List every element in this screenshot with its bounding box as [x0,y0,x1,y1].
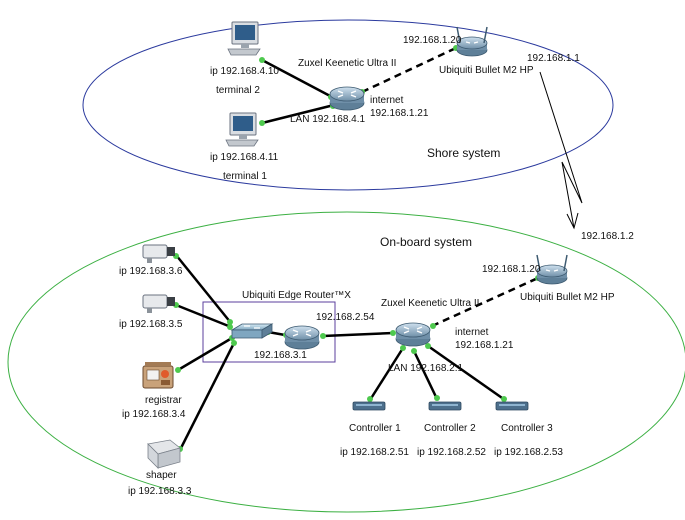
camera1-ip: ip 192.168.3.6 [119,266,183,277]
link-terminal1-router [261,103,335,125]
terminal2-name: terminal 2 [216,85,260,96]
onboard-router-lan: LAN 192.168.2.1 [388,363,463,374]
link-camera2-switch [175,303,232,329]
onboard-bullet-ip: 192.168.1.20 [482,264,541,275]
camera2-icon[interactable] [142,294,175,313]
edge-router-name: Ubiquiti Edge Router™X [242,290,351,301]
onboard-router-internet: internet [455,327,489,338]
registrar-name: registrar [145,395,182,406]
edge-router-lan-ip: 192.168.3.1 [254,350,307,361]
edge-router-icon[interactable] [284,325,320,350]
controller2-ip: ip 192.168.2.52 [417,447,486,458]
shore-router-name: Zuxel Keenetic Ultra II [298,58,396,69]
edge-router-wan-ip: 192.168.2.54 [316,312,375,323]
link-edgerouter-keenetic [322,331,394,338]
camera1-icon[interactable] [142,244,175,263]
terminal1-computer-icon[interactable] [225,112,259,147]
terminal1-name: terminal 1 [223,171,267,182]
shore-router-icon[interactable] [329,86,365,111]
link-registrar-switch [177,336,233,372]
shore-bullet-icon[interactable] [456,26,488,57]
controller3-icon[interactable] [495,401,529,411]
controller1-name: Controller 1 [349,423,401,434]
wireless-link-arrow [539,71,583,229]
onboard-bullet-icon[interactable] [536,254,568,285]
onboard-bullet-name: Ubiquiti Bullet M2 HP [520,292,615,303]
controller2-icon[interactable] [428,401,462,411]
edge-router-box [202,301,336,363]
shaper-device-icon[interactable] [147,439,181,469]
link-keenetic-controller3 [427,344,506,402]
link-terminal2-router [261,58,333,99]
onboard-system-title: On-board system [380,235,472,249]
shore-system-title: Shore system [427,146,500,160]
link-keenetic-controller2 [412,350,439,400]
edge-switch-icon[interactable] [230,323,274,339]
shore-link-ip: 192.168.1.1 [527,53,580,64]
registrar-device-icon[interactable] [142,362,174,389]
link-shore-router-bullet [361,46,457,94]
shore-router-internet-ip: 192.168.1.21 [370,108,429,119]
camera2-ip: ip 192.168.3.5 [119,319,183,330]
onboard-link-ip: 192.168.1.2 [581,231,634,242]
registrar-ip: ip 192.168.3.4 [122,409,186,420]
terminal1-ip: ip 192.168.4.11 [210,152,279,163]
controller2-name: Controller 2 [424,423,476,434]
controller1-ip: ip 192.168.2.51 [340,447,409,458]
controller3-ip: ip 192.168.2.53 [494,447,563,458]
controller3-name: Controller 3 [501,423,553,434]
shaper-ip: ip 192.168.3.3 [128,486,192,497]
terminal2-ip: ip 192.168.4.10 [210,66,279,77]
controller1-icon[interactable] [352,401,386,411]
onboard-router-icon[interactable] [395,322,431,347]
onboard-system-boundary [7,211,685,513]
shore-bullet-ip: 192.168.1.20 [403,35,462,46]
shore-router-lan: LAN 192.168.4.1 [290,114,365,125]
link-keenetic-controller1 [368,347,405,401]
shore-system-boundary [82,19,614,191]
link-camera1-switch [175,254,232,324]
shaper-name: shaper [146,470,177,481]
shore-bullet-name: Ubiquiti Bullet M2 HP [439,65,534,76]
wireless-link-arrowhead [566,212,579,230]
link-shaper-switch [178,342,236,451]
shore-router-internet: internet [370,95,404,106]
terminal2-computer-icon[interactable] [227,21,261,56]
onboard-router-internet-ip: 192.168.1.21 [455,340,514,351]
onboard-router-name: Zuxel Keenetic Ultra II [381,298,479,309]
link-keenetic-bullet [431,276,539,328]
